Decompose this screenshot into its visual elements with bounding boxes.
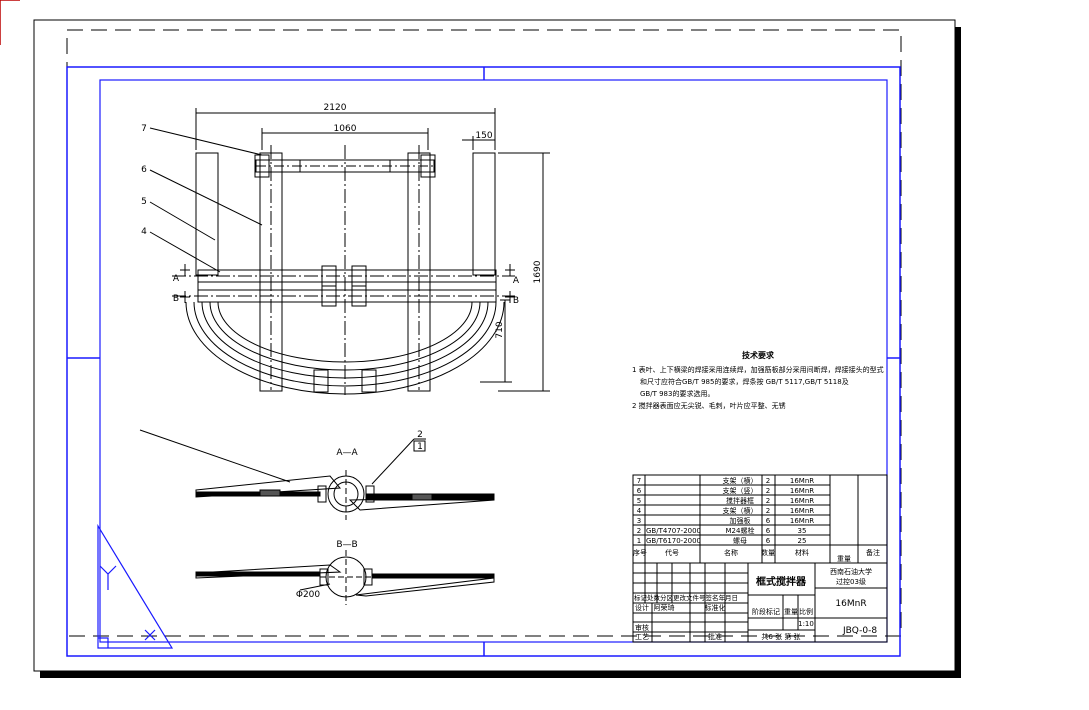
bom-row-2-name: M24螺栓	[726, 526, 755, 535]
bom-header-no: 序号	[633, 548, 647, 557]
title-drawing-name: 框式搅拌器	[756, 575, 807, 588]
dim-width-inner: 1060	[334, 124, 357, 134]
title-class: 过控03级	[836, 577, 866, 586]
bom-table	[632, 474, 888, 564]
bom-header-remark: 备注	[866, 548, 880, 557]
bom-header-name: 名称	[724, 548, 738, 557]
title-block	[632, 562, 888, 643]
bom-row-1-no: 1	[637, 537, 641, 545]
title-ratio: 比例	[799, 607, 813, 616]
bom-row-5-no: 5	[637, 497, 641, 505]
title-revision-row: 标记处数分区更改文件号签名年月日	[634, 593, 738, 602]
title-weight: 重量	[784, 608, 798, 616]
title-organization: 西南石油大学	[830, 567, 872, 576]
bom-row-6-name: 支架（竖）	[723, 486, 758, 495]
bom-header-material: 材料	[795, 548, 809, 557]
bom-row-1-qty: 6	[766, 537, 771, 545]
callout-5: 5	[141, 197, 147, 207]
callout-4: 4	[141, 227, 147, 237]
dim-diameter: Φ200	[296, 590, 321, 600]
bom-row-3-mat: 16MnR	[790, 517, 814, 525]
callout-6: 6	[141, 165, 147, 175]
title-standard: 标准化	[705, 603, 726, 612]
section-aa-view	[139, 429, 495, 520]
section-mark-b-left: B	[173, 294, 179, 304]
bom-row-7-qty: 2	[766, 477, 770, 485]
bom-row-4-mat: 16MnR	[790, 507, 814, 515]
dim-width-total: 2120	[324, 103, 347, 113]
triangle-marker	[97, 523, 174, 649]
title-stage-mark: 阶段标记	[752, 607, 780, 616]
bom-row-6-mat: 16MnR	[790, 487, 814, 495]
title-approve: 批准	[708, 632, 722, 641]
bom-row-3-no: 3	[637, 517, 641, 525]
main-elevation-view	[149, 108, 550, 395]
title-material: 16MnR	[835, 599, 866, 609]
origin-corner-mark	[0, 0, 20, 45]
bom-row-4-name: 支架（横）	[723, 506, 758, 515]
callout-2: 2	[417, 430, 423, 440]
section-mark-a-left: A	[173, 274, 180, 284]
bom-row-2-mat: 35	[798, 527, 807, 535]
inner-frame	[99, 79, 888, 643]
bom-row-5-qty: 2	[766, 497, 770, 505]
title-process: 工艺	[635, 633, 649, 641]
bom-row-4-qty: 2	[766, 507, 770, 515]
bom-row-1-code: GB/T6170-2000	[646, 537, 701, 545]
title-review: 审核	[635, 623, 649, 632]
bom-row-1-mat: 25	[798, 537, 807, 545]
bom-row-6-no: 6	[637, 487, 642, 495]
tech-req-line-4: 2 搅拌器表面应无尖锐、毛刺，叶片应平整、无锈	[632, 401, 786, 410]
bom-header-weight: 重量	[837, 555, 851, 563]
dim-height-total: 1690	[533, 260, 543, 283]
tech-req-line-1: 1 表叶、上下横梁的焊接采用连续焊，加强筋板部分采用间断焊，焊接接头的型式	[632, 365, 884, 374]
bom-row-3-qty: 6	[766, 517, 771, 525]
bom-rows: 7 支架（横） 2 16MnR 6 支架（竖） 2 16MnR 5 搅拌器框 2…	[633, 476, 880, 563]
section-mark-a-right: A	[513, 276, 520, 286]
bom-row-6-qty: 2	[766, 487, 770, 495]
bom-header-qty: 数量	[761, 548, 775, 557]
callout-7: 7	[141, 124, 147, 134]
bom-row-7-name: 支架（横）	[723, 476, 758, 485]
dim-height-lower: 710	[495, 321, 505, 338]
bom-header-code: 代号	[665, 548, 679, 557]
bom-row-4-no: 4	[637, 507, 642, 515]
section-mark-b-right: B	[513, 296, 519, 306]
dim-width-blade: 150	[475, 131, 492, 141]
tech-req-line-3: GB/T 983的要求选用。	[640, 389, 714, 398]
bom-row-3-name: 加强板	[730, 516, 751, 525]
title-scale: 1:10	[798, 620, 814, 628]
bom-row-1-name: 螺母	[733, 536, 747, 545]
section-aa-title: A—A	[336, 448, 358, 458]
bom-row-5-name: 搅拌器框	[726, 496, 754, 505]
bom-row-7-mat: 16MnR	[790, 477, 814, 485]
callout-1: 1	[417, 442, 423, 452]
title-sheets: 共6 张 第 张	[761, 632, 800, 641]
section-bb-view	[195, 550, 495, 605]
title-drawing-no: JBQ-0-8	[842, 626, 877, 636]
bom-row-2-no: 2	[637, 527, 641, 535]
bom-row-2-code: GB/T4707-2000	[646, 527, 701, 535]
title-design: 设计	[635, 603, 649, 612]
tech-req-line-2: 和尺寸应符合GB/T 985的要求，焊条按 GB/T 5117,GB/T 511…	[640, 377, 849, 386]
bom-row-5-mat: 16MnR	[790, 497, 814, 505]
section-bb-title: B—B	[336, 540, 357, 550]
bom-row-7-no: 7	[637, 477, 641, 485]
bom-row-2-qty: 6	[766, 527, 771, 535]
tech-req-title: 技术要求	[742, 350, 775, 360]
title-drafter: 阿荣琦	[654, 603, 675, 612]
